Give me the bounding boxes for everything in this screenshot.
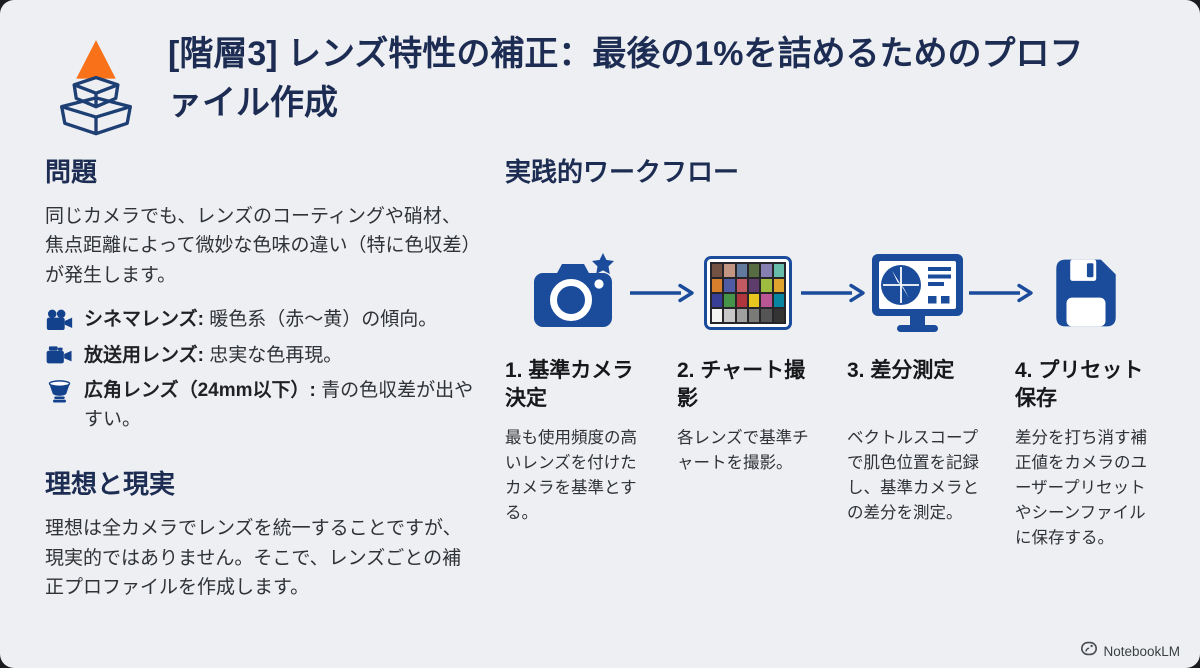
footer-brand: NotebookLM <box>1103 643 1180 659</box>
list-item: 広角レンズ（24mm以下）: 青の色収差が出やすい。 <box>45 377 477 434</box>
step-title: 3. 差分測定 <box>847 359 955 382</box>
bullet-text: 放送用レンズ: 忠実な色再現。 <box>84 344 343 366</box>
color-chart-grid <box>710 262 786 324</box>
color-chart-icon <box>677 245 819 341</box>
step-description: 差分を打ち消す補正値をカメラのユーザープリセットやシーンファイルに保存する。 <box>1015 428 1147 547</box>
ideal-section: 理想と現実 理想は全カメラでレンズを統一することですが、現実的ではありません。そ… <box>45 464 477 602</box>
arrow-icon <box>630 245 694 341</box>
video-camera-icon <box>45 342 73 371</box>
footer: NotebookLM <box>1081 641 1180 661</box>
page-title: [階層3] レンズ特性の補正：最後の1%を詰めるためのプロファイル作成 <box>168 35 1084 123</box>
bullet-label: 放送用レンズ: <box>84 344 204 366</box>
workflow-diagram: 1. 基準カメラ決定 2. チャート撮影 3. 差分測定 4. プリセット保存 … <box>505 245 1165 551</box>
left-column: 問題 同じカメラでも、レンズのコーティングや硝材、焦点距離によって微妙な色味の違… <box>45 152 477 619</box>
step-title: 1. 基準カメラ決定 <box>505 359 634 411</box>
movie-camera-icon <box>45 306 73 335</box>
problem-paragraph: 同じカメラでも、レンズのコーティングや硝材、焦点距離によって微妙な色味の違い（特… <box>45 206 471 286</box>
workflow-heading: 実践的ワークフロー <box>505 157 740 187</box>
header: [階層3] レンズ特性の補正：最後の1%を詰めるためのプロファイル作成 <box>44 30 1113 142</box>
ideal-paragraph: 理想は全カメラでレンズを統一することですが、現実的ではありません。そこで、レンズ… <box>45 518 462 599</box>
notebooklm-logo-icon <box>1081 641 1098 661</box>
lens-bullet-list: シネマレンズ: 暖色系（赤～黄）の傾向。 放送用レンズ: 忠実な色再現。 <box>45 306 477 434</box>
ideal-heading: 理想と現実 <box>45 469 176 500</box>
step-description: 各レンズで基準チャートを撮影。 <box>677 428 809 472</box>
workflow-column: 実践的ワークフロー <box>505 152 1165 551</box>
floppy-disk-icon <box>1015 245 1157 341</box>
arrow-icon <box>969 245 1033 341</box>
step-title: 4. プリセット保存 <box>1015 359 1144 411</box>
bullet-text: シネマレンズ: 暖色系（赤～黄）の傾向。 <box>84 309 438 331</box>
bullet-label: 広角レンズ（24mm以下）: <box>84 380 316 402</box>
lens-hood-icon <box>45 377 73 434</box>
pyramid-icon <box>44 36 148 142</box>
arrow-icon <box>801 245 865 341</box>
list-item: 放送用レンズ: 忠実な色再現。 <box>45 342 477 371</box>
step-description: ベクトルスコープで肌色位置を記録し、基準カメラとの差分を測定。 <box>847 428 979 522</box>
step-description: 最も使用頻度の高いレンズを付けたカメラを基準とする。 <box>505 428 637 522</box>
vectorscope-monitor-icon <box>847 245 987 341</box>
list-item: シネマレンズ: 暖色系（赤～黄）の傾向。 <box>45 306 477 335</box>
step-title: 2. チャート撮影 <box>677 359 806 411</box>
camera-star-icon <box>505 245 647 341</box>
bullet-text: 広角レンズ（24mm以下）: 青の色収差が出やすい。 <box>84 380 474 430</box>
problem-heading: 問題 <box>45 157 98 187</box>
bullet-label: シネマレンズ: <box>84 309 204 331</box>
